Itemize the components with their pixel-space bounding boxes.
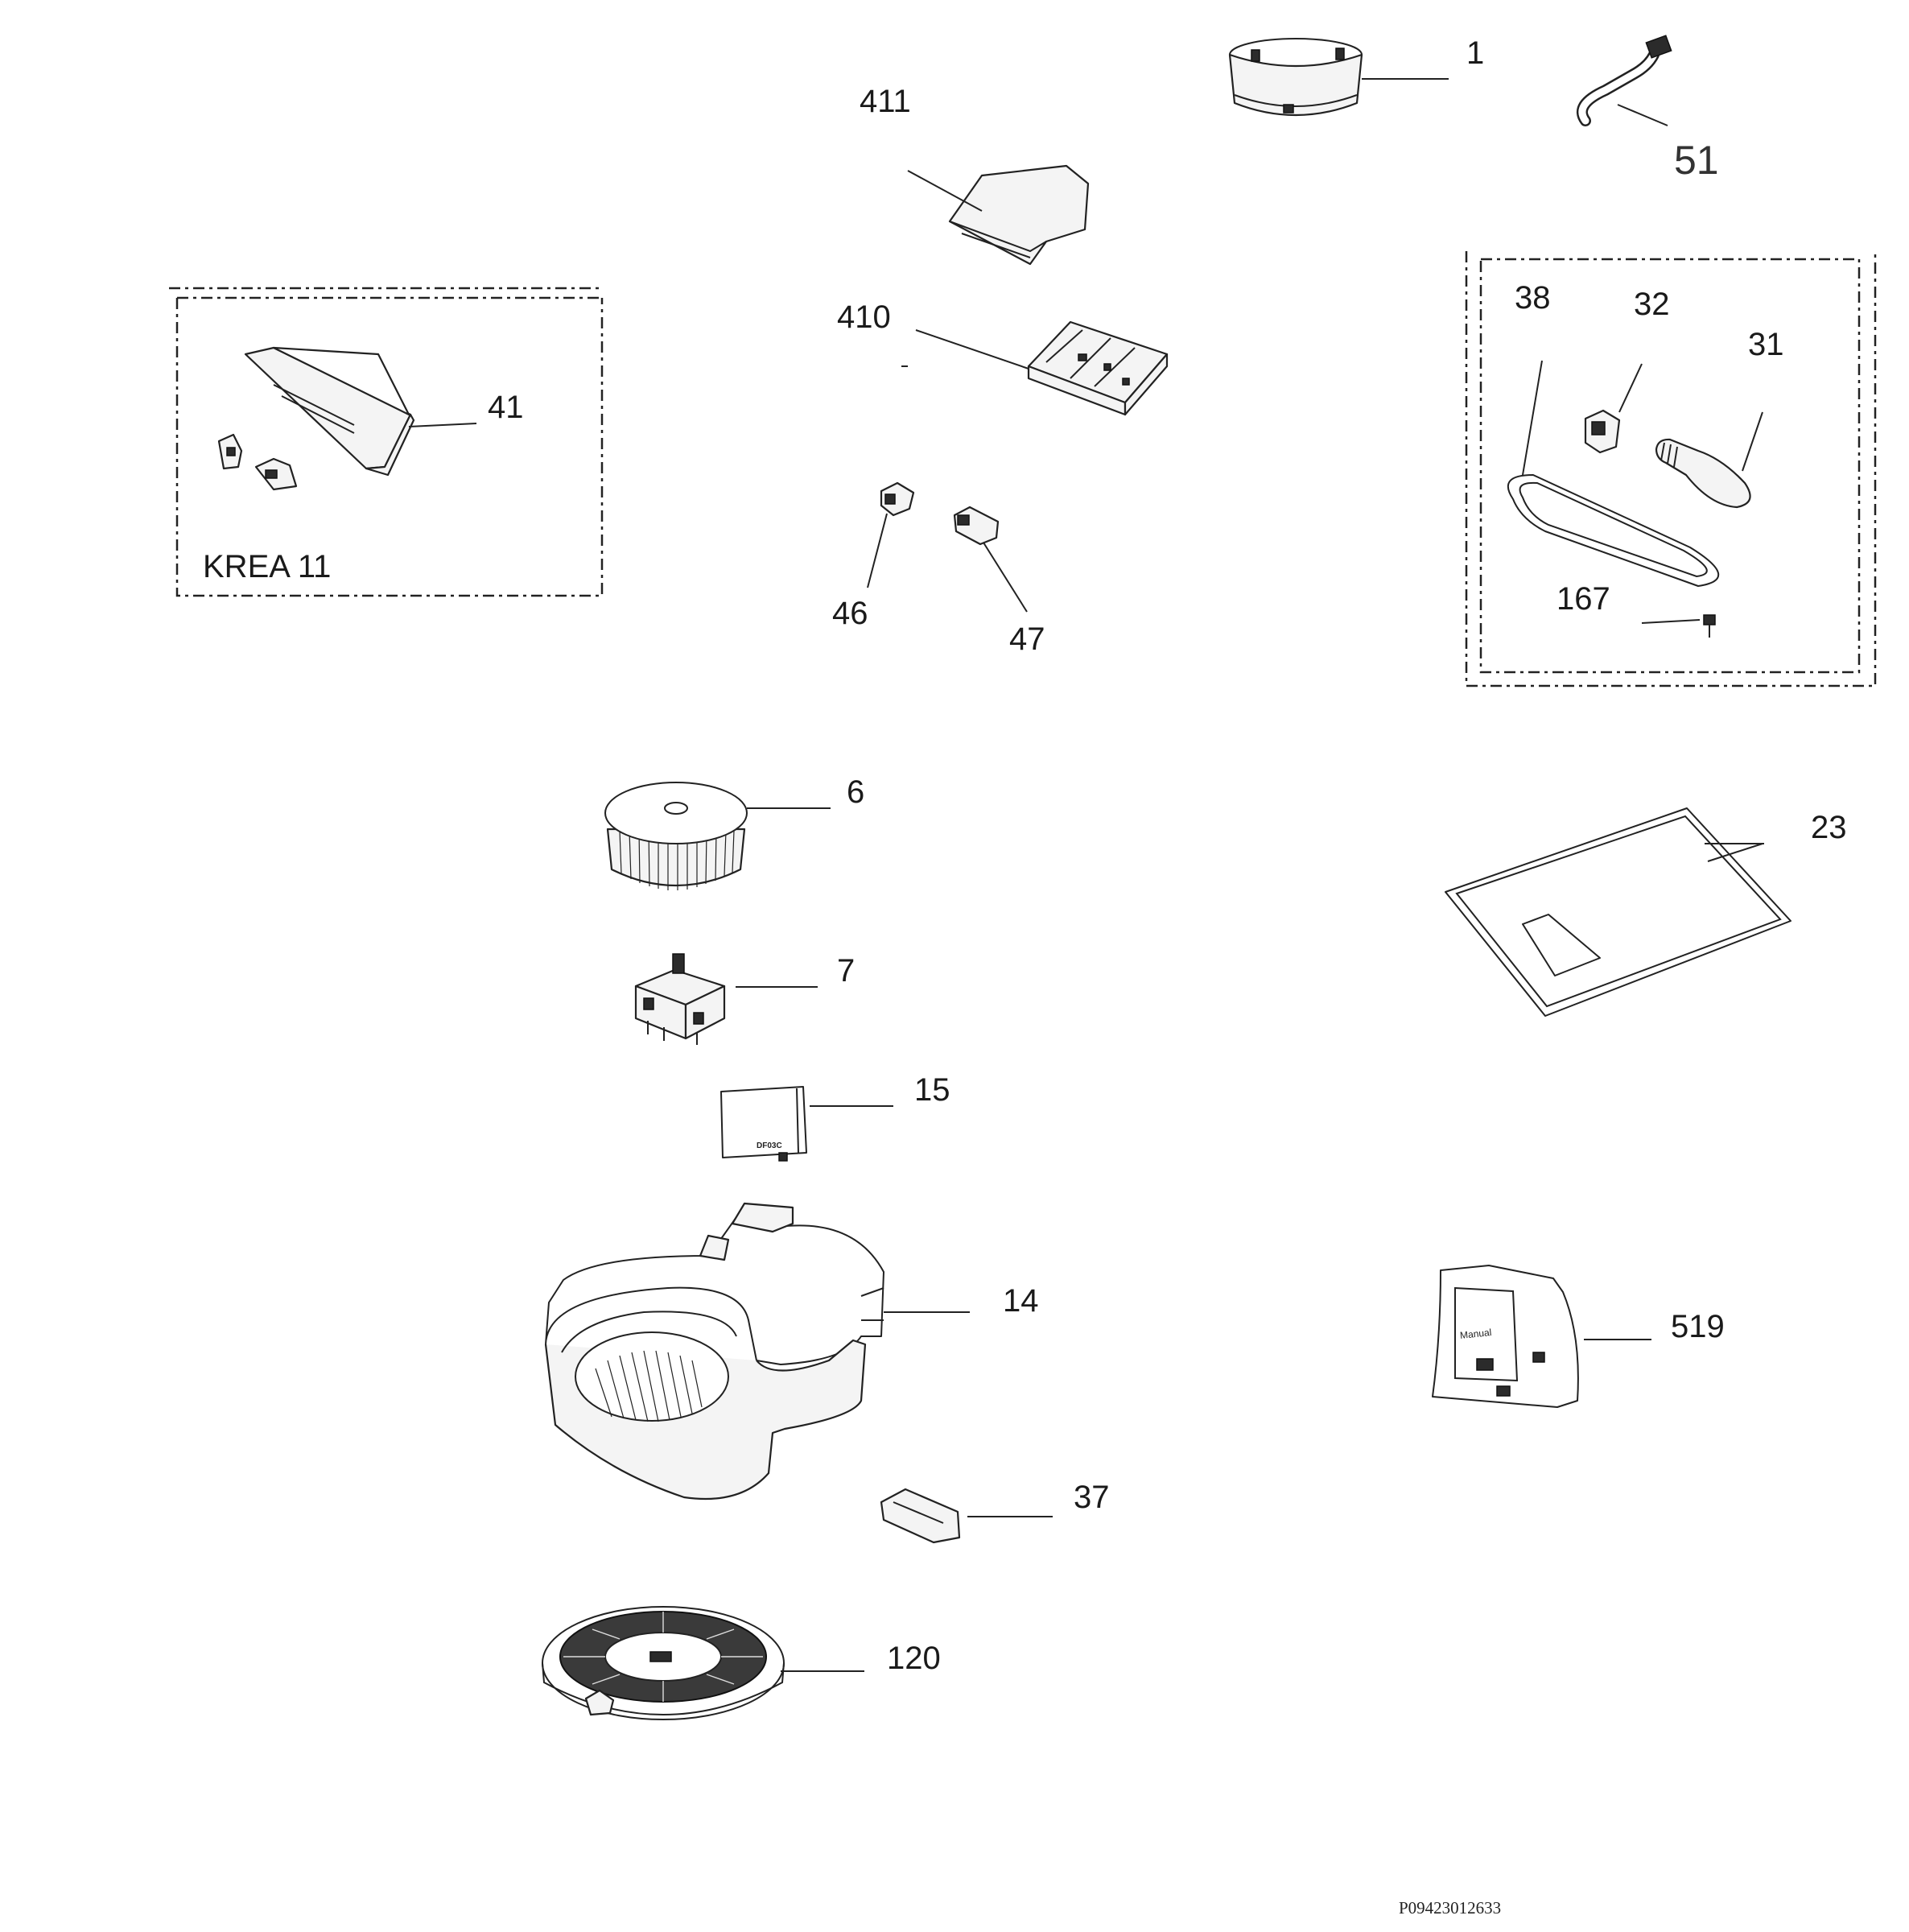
part-41-control-panel (244, 346, 415, 477)
callout-120: 120 (887, 1641, 941, 1676)
callout-14: 14 (1003, 1283, 1039, 1319)
leader-31 (1742, 411, 1763, 472)
callout-51: 51 (1674, 138, 1719, 183)
callout-410: 410 (837, 299, 891, 335)
callout-519: 519 (1671, 1309, 1725, 1344)
part-38-gasket (1507, 474, 1720, 587)
part-120-carbon-filter (542, 1606, 785, 1720)
part-32-lamp-holder (1584, 409, 1621, 454)
callout-23: 23 (1811, 810, 1847, 845)
callout-7: 7 (837, 953, 856, 989)
leader-41 (408, 423, 477, 427)
part-31-bulb (1655, 438, 1751, 509)
callout-47: 47 (1009, 621, 1045, 657)
module-label-df03c: DF03C (757, 1141, 782, 1150)
callout-37: 37 (1074, 1480, 1110, 1515)
callout-167: 167 (1556, 581, 1610, 617)
part-46-switch (880, 481, 915, 517)
part-519-accessory-bag (1432, 1265, 1579, 1408)
group-label-krea-11: KREA 11 (203, 549, 332, 584)
part-167-screw (1703, 614, 1716, 638)
callout-32: 32 (1634, 287, 1670, 322)
callout-15: 15 (914, 1072, 950, 1108)
group-krea-11-frame (169, 287, 604, 597)
leader-47 (983, 542, 1028, 613)
callout-31: 31 (1748, 327, 1784, 362)
part-410-board (1027, 320, 1169, 416)
leader-32 (1618, 363, 1643, 413)
leader-38 (1522, 360, 1543, 476)
leader-51 (1617, 104, 1668, 126)
callout-38: 38 (1515, 280, 1551, 316)
part-47-switch (953, 506, 1000, 546)
document-number: P09423012633 (1399, 1898, 1502, 1918)
part-411-cover (948, 164, 1090, 266)
leader-167 (1641, 619, 1701, 624)
leader-46 (867, 513, 888, 588)
leader-411 (907, 170, 983, 212)
part-15-module (720, 1086, 807, 1162)
part-37-clip (880, 1488, 961, 1544)
part-41-knobs (217, 433, 298, 491)
part-51-cable (1576, 35, 1672, 126)
part-7-switch-block (634, 953, 726, 1045)
part-1-collar (1228, 38, 1363, 117)
callout-1: 1 (1466, 35, 1485, 71)
part-6-fan-wheel (604, 782, 748, 890)
callout-41: 41 (488, 390, 524, 425)
group-lamp-kit-frame (1465, 250, 1877, 687)
callout-6: 6 (847, 774, 865, 810)
callout-411: 411 (860, 84, 911, 119)
part-23-grease-filter (1445, 807, 1791, 1017)
callout-46: 46 (832, 596, 868, 631)
part-14-blower-housing (544, 1202, 884, 1501)
leader-410 (915, 329, 1029, 369)
